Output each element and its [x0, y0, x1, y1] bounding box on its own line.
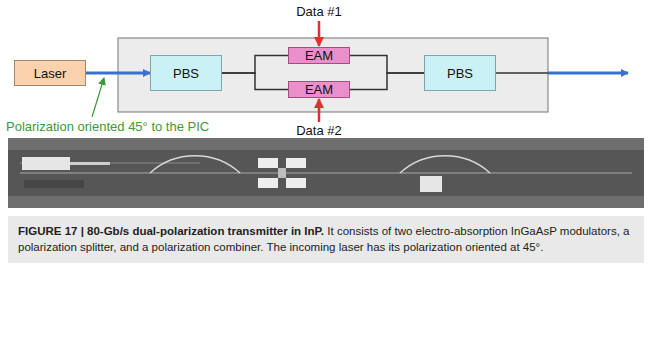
box-label: EAM	[305, 82, 333, 97]
signal-name: Data #1	[296, 4, 342, 19]
data-arrow	[318, 21, 321, 46]
laser-box: Laser	[14, 60, 86, 86]
caption-panel: FIGURE 17 | 80-Gb/s dual-polarization tr…	[8, 216, 644, 263]
combiner-box: PBS	[424, 55, 496, 91]
chip-photo	[8, 138, 644, 208]
leader-line	[92, 78, 104, 117]
splitter-box: PBS	[150, 55, 222, 91]
output-waveguide	[496, 72, 548, 74]
box-label: PBS	[173, 66, 199, 81]
box-label: PBS	[447, 66, 473, 81]
box-label: Laser	[34, 66, 67, 81]
waveguide-connector	[222, 56, 288, 74]
annotation: Polarization oriented 45° to the PIC	[6, 119, 209, 134]
modulator-box: EAM	[288, 47, 350, 64]
box-label: EAM	[305, 48, 333, 63]
waveguide-connector	[86, 72, 150, 75]
output-arrow	[548, 72, 628, 75]
waveguide-connector	[350, 73, 424, 90]
modulator-box: EAM	[288, 81, 350, 98]
waveguide-connector	[222, 73, 288, 90]
waveguide-connector	[350, 56, 424, 74]
chip-outline	[118, 38, 548, 112]
figure-title: FIGURE 17 | 80-Gb/s dual-polarization tr…	[18, 225, 324, 237]
signal-name: Data #2	[296, 123, 342, 138]
data-arrow	[318, 99, 321, 122]
